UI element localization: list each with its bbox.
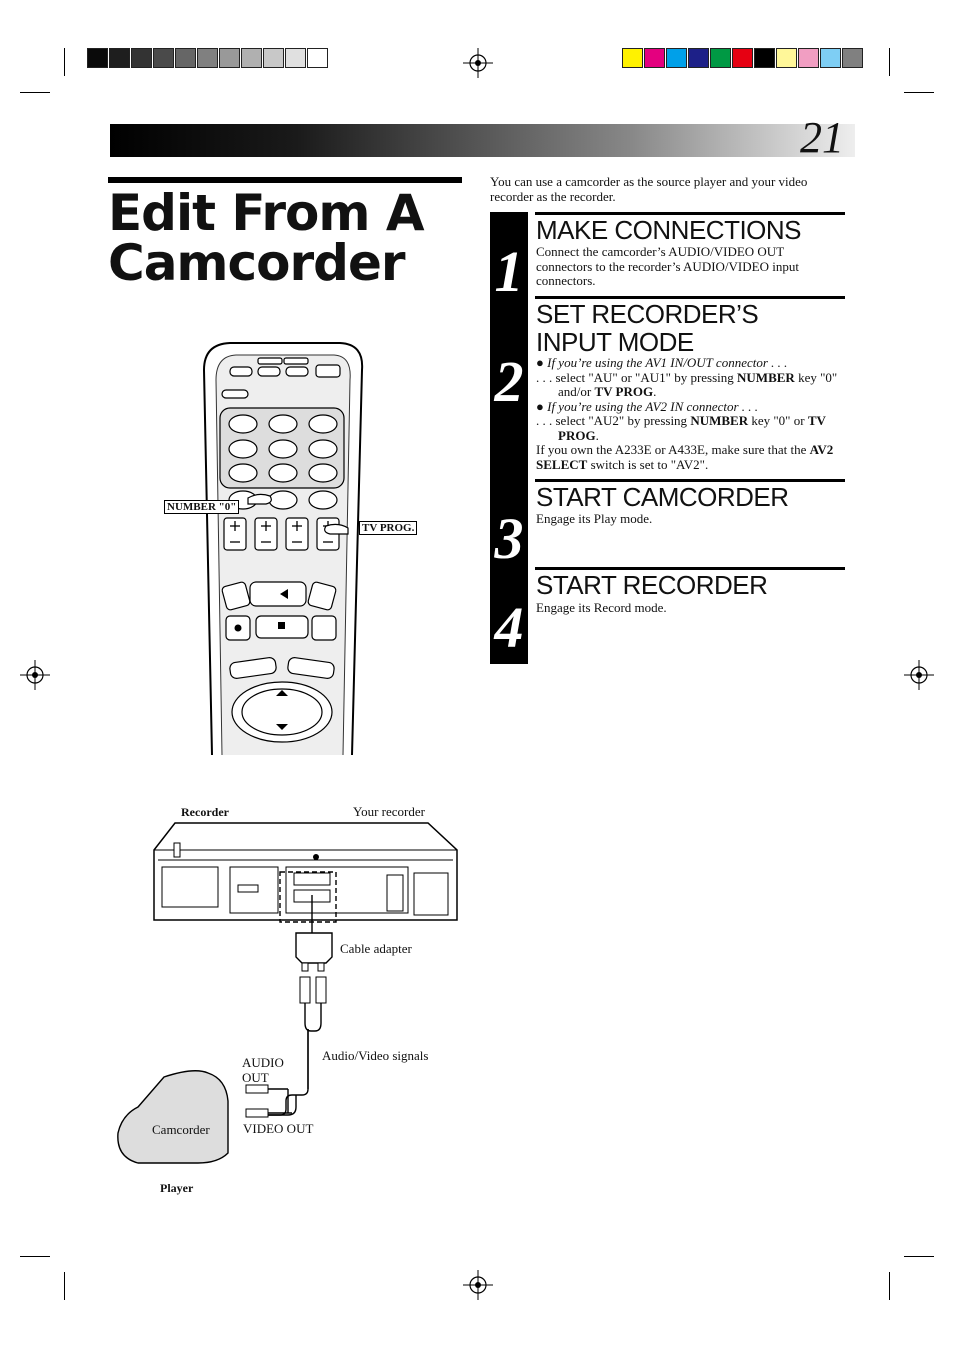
color-swatch [710, 48, 731, 68]
color-swatch [87, 48, 108, 68]
title-line-2: Camcorder [108, 234, 406, 292]
color-swatch [754, 48, 775, 68]
color-swatch [688, 48, 709, 68]
your-recorder-label: Your recorder [353, 804, 425, 819]
camcorder-icon [117, 1070, 229, 1164]
color-swatch [732, 48, 753, 68]
title-rule [108, 177, 462, 183]
step-rule [535, 212, 845, 215]
color-swatch [798, 48, 819, 68]
registration-mark-icon [20, 660, 50, 690]
color-swatch [285, 48, 306, 68]
step-text: ● If you’re using the AV1 IN/OUT connect… [536, 355, 838, 472]
player-label: Player [160, 1181, 194, 1195]
color-swatch [820, 48, 841, 68]
step-rule [535, 479, 845, 482]
av-signals-label: Audio/Video signals [322, 1048, 429, 1063]
step-number: 2 [494, 349, 524, 414]
bullet-text: If you’re using the AV1 IN/OUT connector… [547, 355, 788, 370]
number-0-label: NUMBER "0" [164, 500, 240, 514]
video-out-label: VIDEO OUT [243, 1121, 314, 1136]
color-swatch [307, 48, 328, 68]
color-swatch [175, 48, 196, 68]
registration-mark-icon [463, 1270, 493, 1300]
step-text: Connect the camcorder’s AUDIO/VIDEO OUT … [536, 244, 799, 288]
step-text: Engage its Play mode. [536, 511, 653, 526]
color-swatch [197, 48, 218, 68]
remote-control-illustration [202, 342, 364, 756]
step-number: 3 [494, 506, 524, 571]
step-heading: MAKE CONNECTIONS [536, 215, 802, 245]
color-swatch [153, 48, 174, 68]
color-swatch [666, 48, 687, 68]
color-swatch [776, 48, 797, 68]
title-line-1: Edit From A [108, 184, 425, 242]
header-band [110, 124, 855, 157]
color-swatch [622, 48, 643, 68]
camcorder-label: Camcorder [152, 1122, 210, 1137]
pointing-hand-icon [247, 493, 349, 535]
cable-adapter-label: Cable adapter [340, 941, 412, 956]
color-swatch [219, 48, 240, 68]
step-heading: START RECORDER [536, 570, 768, 600]
color-swatch [644, 48, 665, 68]
color-swatch [109, 48, 130, 68]
color-swatch [842, 48, 863, 68]
intro-text: You can use a camcorder as the source pl… [490, 174, 808, 204]
step-rule [535, 567, 845, 570]
bullet-text: If you’re using the AV2 IN connector . .… [547, 398, 759, 414]
step-heading: SET RECORDER’S INPUT MODE [536, 299, 759, 357]
step-number: 4 [494, 595, 524, 660]
audio-out-label: AUDIO OUT [242, 1055, 284, 1085]
color-swatch [241, 48, 262, 68]
step-rule [535, 296, 845, 299]
recorder-label: Recorder [181, 805, 229, 819]
tv-prog-label: TV PROG. [359, 521, 418, 535]
step-text: Engage its Record mode. [536, 600, 667, 615]
step-number: 1 [494, 239, 524, 304]
registration-mark-icon [904, 660, 934, 690]
registration-mark-icon [463, 48, 493, 78]
color-swatch [131, 48, 152, 68]
color-swatch [263, 48, 284, 68]
page-number: 21 [800, 113, 844, 162]
connection-diagram [117, 822, 458, 1164]
step-heading: START CAMCORDER [536, 482, 789, 512]
page-title: Edit From A Camcorder [108, 188, 468, 288]
step-bar [490, 212, 528, 664]
cable-adapter-icon [295, 932, 333, 964]
